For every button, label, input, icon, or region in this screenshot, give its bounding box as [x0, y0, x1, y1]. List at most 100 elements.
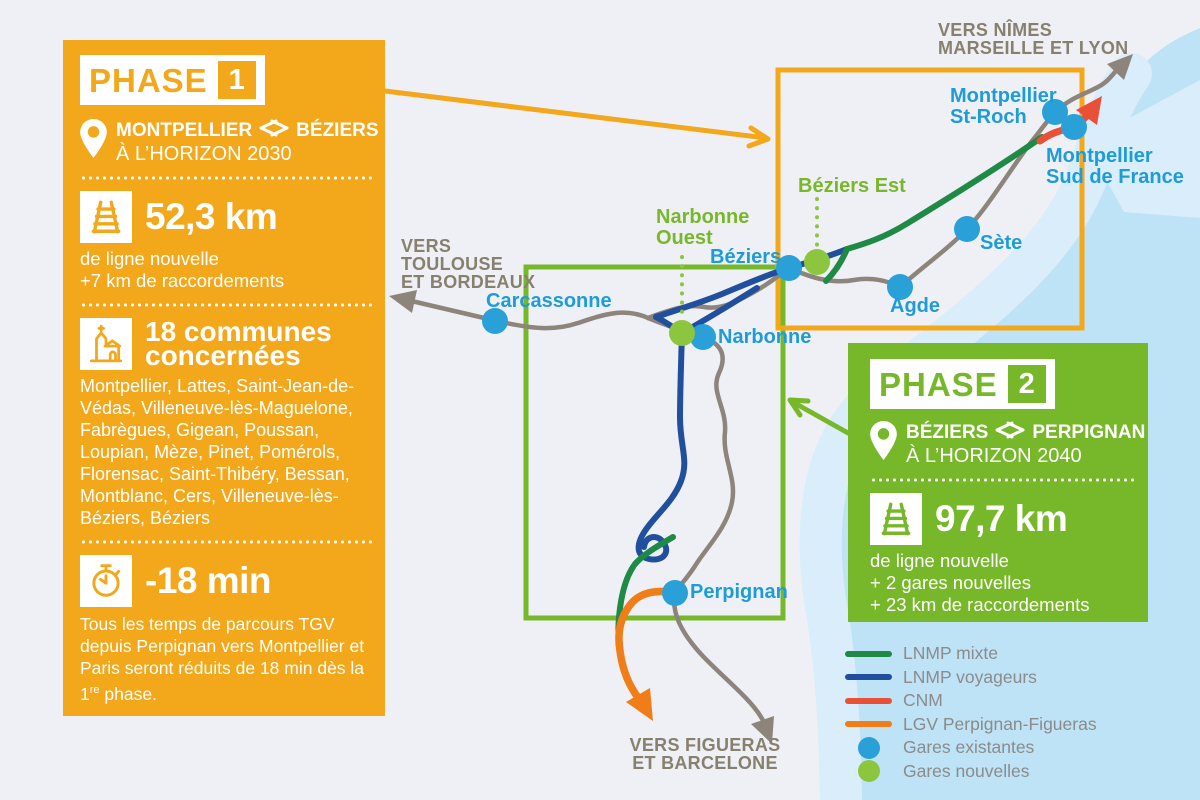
location-pin-icon [80, 119, 107, 163]
lnmp-mixte-raccordement [823, 246, 850, 284]
label-perpignan: Perpignan [690, 581, 788, 603]
phase1-communes-title: 18 communes concernées [145, 316, 332, 371]
legend-item-cnm: CNM [845, 689, 1097, 713]
label-narbonne-ouest: Narbonne Ouest [656, 206, 750, 249]
rail-nimes-line [1052, 63, 1123, 115]
legend-item-lnmp-voyageurs: LNMP voyageurs [845, 666, 1097, 690]
phase1-time-description: Tous les temps de parcours TGV depuis Pe… [80, 614, 365, 704]
phase2-callout-arrow [788, 398, 851, 436]
phase2-callout-arrowhead [787, 397, 811, 418]
legend-item-gares-nouvelles: Gares nouvelles [845, 760, 1097, 784]
dotted-separator [80, 540, 375, 544]
arrowhead-lgv [626, 688, 653, 721]
station-sete [954, 216, 980, 242]
label-narbonne: Narbonne [718, 326, 812, 348]
phase2-number: 2 [1007, 365, 1046, 403]
rail-track-icon [870, 493, 922, 545]
station-dots [482, 99, 1087, 606]
direction-figueras: VERS FIGUERAS ET BARCELONE [625, 736, 785, 772]
direction-figueras-line1: VERS FIGUERAS [629, 735, 781, 755]
phase2-header: PHASE 2 [870, 359, 1055, 409]
lnmp-voyageurs-line-swatch [845, 674, 892, 681]
rail-beziers-agde-line [786, 265, 903, 290]
phase1-route-from: MONTPELLIER [116, 120, 253, 141]
existing-station-dot-swatch [857, 736, 880, 759]
phase2-distance: 97,7 km [935, 498, 1068, 539]
phase2-distance-row: 97,7 km [870, 493, 1136, 545]
phase1-route: MONTPELLIER BÉZIERS [116, 119, 379, 142]
station-beziers-est [804, 249, 830, 275]
direction-toulouse-line2: TOULOUSE [401, 254, 504, 274]
phase1-horizon: À L’HORIZON 2030 [116, 143, 292, 165]
direction-toulouse: VERS TOULOUSE ET BORDEAUX [401, 237, 535, 291]
phase1-route-row: MONTPELLIER BÉZIERS À L’HORIZON 2030 [80, 119, 379, 165]
phase2-title: PHASE [879, 365, 998, 403]
phase1-communes-list: Montpellier, Lattes, Saint-Jean-de-Védas… [80, 376, 355, 528]
legend-item-lnmp-mixte: LNMP mixte [845, 642, 1097, 666]
label-beziers-est: Béziers Est [798, 175, 906, 197]
phase1-time-row: -18 min [80, 555, 375, 607]
phase2-route-from: BÉZIERS [906, 422, 989, 443]
double-arrow-icon [259, 119, 289, 142]
lnmp-voyageurs-south [635, 330, 688, 563]
phase1-callout-arrow [382, 88, 769, 141]
station-beziers [776, 255, 802, 281]
phase2-route-to: PERPIGNAN [1032, 422, 1146, 443]
label-montpellier-sud-de-france: Montpellier Sud de France [1046, 145, 1184, 188]
phase2-distance-details: de ligne nouvelle + 2 gares nouvelles + … [870, 550, 1090, 615]
stopwatch-icon [80, 555, 132, 607]
label-beziers: Béziers [710, 246, 782, 268]
phase2-horizon: À L’HORIZON 2040 [906, 445, 1082, 467]
phase1-zone-box [775, 67, 1085, 331]
arrowhead-toulouse [389, 290, 417, 313]
rail-narbonne-perpignan-line [645, 315, 771, 738]
church-icon [80, 318, 132, 370]
phase2-zone-box [523, 264, 786, 621]
arrowhead-nimes [1107, 54, 1133, 80]
lnmp-mixte-line-swatch [845, 650, 892, 657]
phase1-number: 1 [217, 61, 256, 99]
phase2-route: BÉZIERS PERPIGNAN [906, 421, 1145, 444]
sea-shallow-wedge [1085, 80, 1200, 218]
label-agde: Agde [890, 295, 940, 317]
phase1-panel: PHASE 1 MONTPELLIER BÉZIERS À L’HORIZON … [63, 40, 385, 716]
phase1-distance-row: 52,3 km [80, 191, 375, 243]
phase1-route-to: BÉZIERS [296, 120, 379, 141]
station-narbonne [690, 324, 716, 350]
direction-nimes: VERS NÎMES MARSEILLE ET LYON [938, 21, 1128, 57]
map-legend: LNMP mixte LNMP voyageurs CNM LGV Perpig… [845, 642, 1097, 783]
label-sete: Sète [980, 232, 1023, 254]
arrowhead-cnm [1076, 96, 1102, 125]
direction-figueras-line2: ET BARCELONE [632, 753, 778, 773]
dotted-separator [870, 478, 1136, 482]
phase1-title: PHASE [89, 61, 208, 99]
phase1-distance-details: de ligne nouvelle +7 km de raccordements [80, 248, 285, 291]
location-pin-icon [870, 421, 897, 465]
arrowhead-figueras-classic [751, 716, 774, 744]
legend-item-gares-existantes: Gares existantes [845, 736, 1097, 760]
phase1-time-saving: -18 min [145, 560, 272, 601]
phase2-route-row: BÉZIERS PERPIGNAN À L’HORIZON 2040 [870, 421, 1145, 467]
phase1-distance: 52,3 km [145, 196, 278, 237]
rail-coast-line [897, 109, 1058, 290]
station-montpellier-st-roch [1042, 99, 1068, 125]
cnm-line-swatch [845, 697, 892, 704]
phase1-callout-arrowhead [746, 125, 771, 149]
legend-item-lgv: LGV Perpignan-Figueras [845, 713, 1097, 737]
phase2-panel: PHASE 2 BÉZIERS PERPIGNAN À L’HORIZON 20… [848, 343, 1148, 622]
rail-track-icon [80, 191, 132, 243]
phase1-header: PHASE 1 [80, 55, 265, 105]
label-montpellier-st-roch: Montpellier St-Roch [950, 85, 1057, 128]
station-agde [887, 274, 913, 300]
direction-nimes-line1: VERS NÎMES [938, 20, 1053, 40]
station-perpignan [662, 580, 688, 606]
station-montpellier-sud-de-france [1061, 114, 1087, 140]
existing-rail-lines [389, 54, 1133, 744]
lnmp-mixte-north [844, 134, 1045, 252]
direction-nimes-line2: MARSEILLE ET LYON [938, 38, 1129, 58]
lgv-perpignan-figueras-line [615, 587, 679, 721]
direction-toulouse-line1: VERS [401, 236, 452, 256]
panel-callout-arrows [382, 88, 851, 436]
station-callout-lines [680, 197, 819, 320]
